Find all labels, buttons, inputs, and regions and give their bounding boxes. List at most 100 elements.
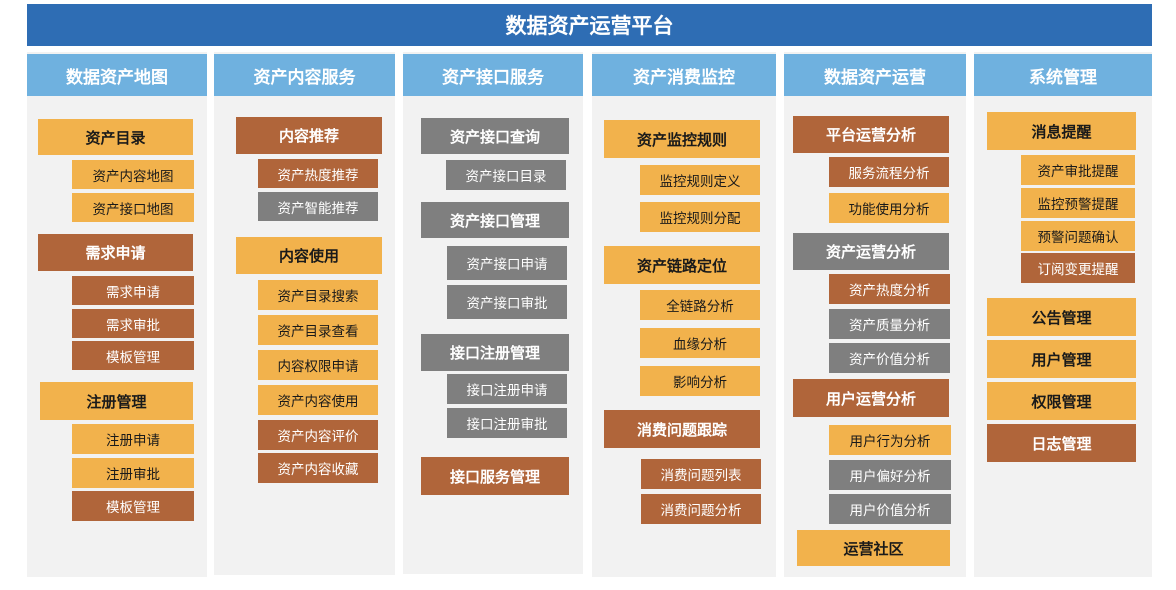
function-box: 订阅变更提醒 (1021, 253, 1135, 283)
function-label: 资产接口目录 (465, 169, 547, 185)
function-label: 内容权限申请 (277, 359, 359, 375)
function-box: 模板管理 (72, 341, 194, 370)
module-label: 资产监控规则 (636, 130, 727, 149)
function-box: 用户价值分析 (829, 494, 951, 524)
module-box: 内容使用 (236, 237, 382, 274)
function-label: 资产价值分析 (849, 352, 930, 368)
function-label: 用户偏好分析 (849, 469, 931, 485)
function-label: 资产接口地图 (92, 201, 174, 218)
function-label: 资产智能推荐 (277, 200, 359, 217)
module-box: 资产运营分析 (793, 233, 949, 270)
function-label: 资产内容收藏 (277, 462, 359, 478)
module-box: 资产监控规则 (604, 120, 760, 158)
function-label: 资产接口申请 (466, 257, 548, 273)
function-label: 预警问题确认 (1037, 230, 1119, 246)
function-label: 血缘分析 (673, 337, 727, 353)
function-label: 接口注册申请 (466, 383, 548, 399)
function-box: 服务流程分析 (829, 157, 949, 187)
module-box: 资产接口查询 (421, 118, 569, 154)
module-box: 运营社区 (797, 530, 950, 566)
function-box: 消费问题分析 (641, 494, 761, 524)
function-box: 血缘分析 (640, 328, 760, 358)
function-label: 全链路分析 (666, 299, 734, 315)
platform-title: 数据资产运营平台 (27, 4, 1152, 46)
module-label: 消费问题跟踪 (636, 420, 727, 439)
function-box: 资产目录搜索 (258, 280, 378, 310)
module-label: 公告管理 (1031, 308, 1092, 327)
function-box: 资产内容评价 (258, 420, 378, 450)
module-label: 资产目录 (85, 128, 146, 147)
column-header: 资产消费监控 (592, 54, 776, 96)
module-label: 运营社区 (843, 539, 904, 558)
module-box: 接口服务管理 (421, 457, 569, 495)
function-box: 监控预警提醒 (1021, 188, 1135, 218)
function-label: 用户价值分析 (849, 503, 931, 519)
module-label: 内容推荐 (278, 127, 339, 145)
function-label: 监控规则分配 (659, 211, 741, 227)
function-box: 资产内容使用 (258, 385, 378, 415)
module-box: 资产接口管理 (421, 202, 569, 238)
module-label: 内容使用 (278, 247, 339, 265)
function-box: 全链路分析 (640, 290, 760, 320)
function-box: 注册审批 (72, 458, 194, 488)
function-label: 功能使用分析 (848, 202, 930, 218)
module-label: 接口服务管理 (449, 467, 540, 486)
module-label: 平台运营分析 (825, 126, 916, 144)
function-label: 监控预警提醒 (1037, 197, 1119, 213)
function-box: 用户行为分析 (829, 425, 951, 455)
function-label: 资产热度分析 (849, 283, 930, 299)
function-box: 监控规则定义 (640, 165, 760, 195)
module-box: 消息提醒 (987, 112, 1136, 150)
function-box: 资产内容收藏 (258, 453, 378, 483)
module-box: 权限管理 (987, 382, 1136, 420)
function-box: 注册申请 (72, 424, 194, 454)
function-label: 消费问题列表 (660, 468, 742, 484)
function-label: 需求审批 (106, 317, 160, 334)
module-box: 需求申请 (38, 234, 193, 271)
column-header: 系统管理 (974, 54, 1152, 96)
module-label: 消息提醒 (1031, 122, 1092, 141)
function-box: 资产内容地图 (72, 160, 194, 189)
function-label: 订阅变更提醒 (1037, 262, 1119, 278)
function-box: 影响分析 (640, 366, 760, 396)
function-label: 资产审批提醒 (1037, 164, 1119, 180)
function-box: 功能使用分析 (829, 193, 949, 223)
function-box: 消费问题列表 (641, 459, 761, 489)
module-box: 平台运营分析 (793, 116, 949, 153)
function-label: 监控规则定义 (659, 174, 741, 190)
function-label: 模板管理 (106, 500, 160, 516)
module-box: 内容推荐 (236, 117, 382, 154)
function-label: 资产接口审批 (466, 296, 548, 312)
function-box: 资产接口审批 (447, 285, 567, 319)
function-label: 服务流程分析 (848, 166, 930, 182)
function-label: 资产内容使用 (277, 394, 359, 410)
function-box: 资产接口地图 (72, 193, 194, 222)
function-label: 用户行为分析 (849, 434, 931, 450)
function-label: 接口注册审批 (466, 417, 548, 433)
module-label: 用户管理 (1031, 350, 1092, 369)
module-box: 注册管理 (40, 382, 193, 420)
function-box: 需求审批 (72, 309, 194, 338)
function-label: 资产内容评价 (277, 429, 359, 445)
column-header: 数据资产地图 (27, 54, 207, 96)
module-box: 资产目录 (38, 119, 193, 155)
module-box: 资产链路定位 (604, 246, 760, 284)
function-box: 用户偏好分析 (829, 460, 951, 490)
function-box: 接口注册申请 (447, 374, 567, 404)
module-label: 需求申请 (85, 244, 146, 262)
function-box: 资产质量分析 (829, 309, 950, 339)
function-box: 资产热度推荐 (258, 159, 378, 188)
module-box: 日志管理 (987, 424, 1136, 462)
column-header: 资产内容服务 (214, 54, 395, 96)
module-label: 日志管理 (1031, 434, 1092, 453)
function-label: 资产质量分析 (849, 318, 930, 334)
module-box: 用户管理 (987, 340, 1136, 378)
function-box: 资产热度分析 (829, 274, 950, 304)
column-header: 数据资产运营 (784, 54, 966, 96)
function-box: 监控规则分配 (640, 202, 760, 232)
function-label: 模板管理 (106, 349, 160, 366)
function-label: 资产热度推荐 (277, 167, 359, 184)
function-box: 资产审批提醒 (1021, 155, 1135, 185)
function-box: 预警问题确认 (1021, 221, 1135, 251)
module-box: 公告管理 (987, 298, 1136, 336)
